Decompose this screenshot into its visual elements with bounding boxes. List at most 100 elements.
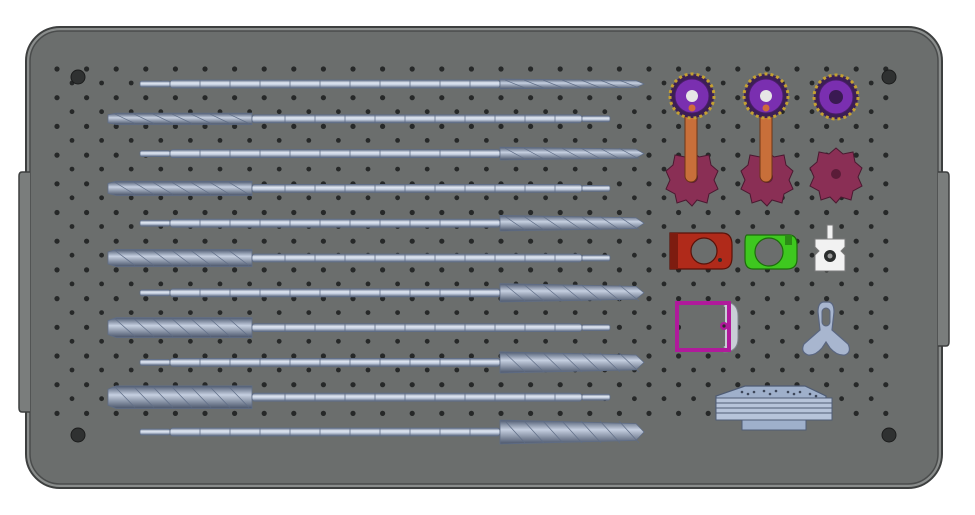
tray-hole [676,296,682,302]
wrench[interactable] [802,301,851,356]
tray-hole [113,410,119,416]
tray-hole [572,166,578,172]
reamer-11[interactable] [139,419,645,445]
tray-hole [291,410,297,416]
flute-edge [190,318,212,337]
tray-hole [883,181,889,187]
reamer-3[interactable] [139,146,645,161]
tray-hole [424,281,430,287]
flute-edge [152,113,174,124]
tray-hole [247,338,253,344]
tray-hole [646,238,652,244]
tray-hole [261,353,267,359]
reamer-flutes [107,112,253,125]
tray-hole [84,353,90,359]
tray-hole [261,267,267,273]
tray-hole [602,138,608,143]
tray-hole [99,396,104,402]
reamer-flutes [107,180,253,196]
flute-edge [618,284,640,302]
tray-hole [158,195,164,201]
tray-hole [143,95,149,101]
white-clip[interactable] [814,224,846,272]
flute-edge [228,182,250,195]
tray-hole [69,338,75,344]
tray-hole [439,238,445,244]
tray-hole [557,209,563,216]
tray-hole [468,66,474,72]
tray-hole [306,166,312,172]
tray-hole [69,166,75,172]
handle-middle-stem [759,109,773,183]
tray-hole [439,296,445,302]
reamer-7[interactable] [139,283,645,303]
flute-edge [209,182,231,195]
tray-hole [395,310,400,315]
tray-hole [99,252,104,258]
tray-hole [853,238,859,244]
magenta-frame[interactable] [675,301,739,353]
tray-hole [84,123,90,129]
reamer-shaft [169,357,501,367]
tray-hole [320,382,326,388]
reamer-1[interactable] [139,78,645,90]
flute-edge [504,79,526,89]
reamer-8[interactable] [107,317,611,338]
tray-hole [839,281,844,287]
reamer-4[interactable] [107,180,611,196]
reamer-shank [139,358,171,366]
flute-edge [618,79,640,89]
tray-hole [646,382,652,388]
tray-hole [632,166,637,172]
handle-left[interactable] [665,72,719,207]
tray-hole [261,66,267,72]
tray-hole [99,80,104,86]
tray-hole [350,238,356,244]
tray-right-handle[interactable] [938,171,950,347]
reamer-5[interactable] [139,214,645,232]
red-ring[interactable] [669,232,733,270]
tray-hole [380,382,386,388]
tray-hole [172,410,178,416]
tray-hole [676,410,682,416]
handle-middle[interactable] [740,72,794,207]
flute-edge [580,352,602,373]
tray-hole [616,267,623,273]
reamer-6[interactable] [107,249,611,267]
tray-hole [336,281,341,287]
reamer-shaft [251,253,583,263]
reamer-shank [139,150,171,158]
flute-edge [190,182,212,195]
tray-hole [409,410,415,416]
tray-hole [883,95,889,101]
tray-hole [587,267,593,273]
tray-hole [320,353,326,359]
flute-edge [523,420,545,444]
flute-edge [152,386,174,408]
tray-hole [646,410,652,416]
tray-hole [172,353,178,359]
handle-right[interactable] [809,73,863,204]
tray-hole [587,410,593,416]
tray-hole [484,338,489,344]
reamer-2[interactable] [107,112,611,125]
guide-block[interactable] [715,385,833,431]
tray-left-handle[interactable] [18,171,30,413]
tray-hole [336,195,341,201]
tray-hole [54,95,60,101]
reamer-10[interactable] [107,385,611,409]
tray-hole [691,367,696,373]
tray-hole [54,238,60,244]
tray-hole [99,166,104,172]
tray-hole [365,195,371,201]
flute-edge [114,318,136,337]
tray-hole [735,152,741,158]
flute-edge [171,113,193,124]
tray-hole [824,353,830,359]
tray-hole [113,267,119,273]
reamer-9[interactable] [139,351,645,374]
tray-hole [735,238,741,244]
green-ring[interactable] [744,234,798,270]
tray-hole [587,209,593,216]
flute-edge [228,113,250,124]
